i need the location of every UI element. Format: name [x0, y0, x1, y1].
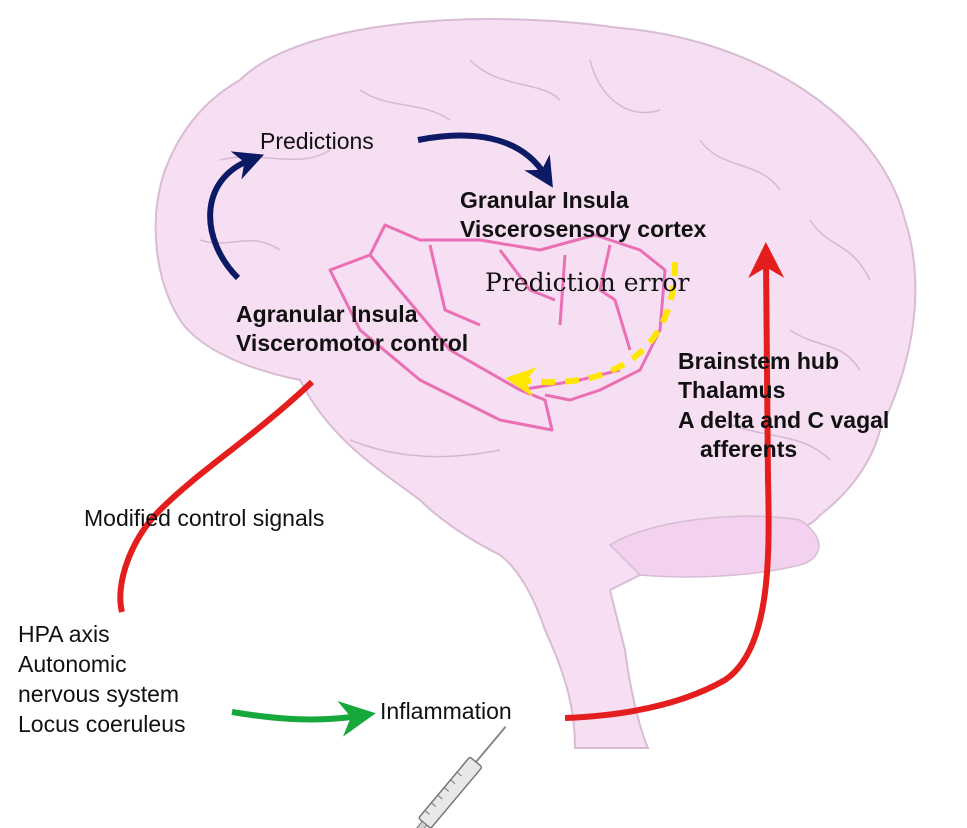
thalamus-text: Thalamus [678, 376, 889, 405]
hpa-axis-label: HPA axis Autonomic nervous system Locus … [18, 620, 186, 740]
nervous-system-text: nervous system [18, 680, 186, 710]
vagal-afferents-text: A delta and C vagal [678, 406, 889, 435]
agranular-insula-title: Agranular Insula [236, 300, 468, 329]
brainstem-hub-text: Brainstem hub [678, 347, 889, 376]
agranular-insula-label: Agranular Insula Visceromotor control [236, 300, 468, 358]
hpa-axis-text: HPA axis [18, 620, 186, 650]
predictions-label: Predictions [260, 128, 374, 155]
locus-coeruleus-text: Locus coeruleus [18, 710, 186, 740]
modified-control-signals-arrow [120, 382, 312, 612]
afferents-text: afferents [678, 435, 889, 464]
autonomic-text: Autonomic [18, 650, 186, 680]
prediction-error-label: Prediction error [485, 268, 689, 298]
inflammation-label: Inflammation [380, 698, 512, 725]
brainstem-label: Brainstem hub Thalamus A delta and C vag… [678, 347, 889, 465]
granular-insula-title: Granular Insula [460, 186, 706, 215]
syringe-icon [404, 720, 513, 828]
visceromotor-control-text: Visceromotor control [236, 329, 468, 358]
granular-insula-label: Granular Insula Viscerosensory cortex [460, 186, 706, 244]
modified-control-signals-label: Modified control signals [84, 505, 324, 532]
inflammation-input-arrow [232, 712, 358, 719]
viscerosensory-cortex-text: Viscerosensory cortex [460, 215, 706, 244]
